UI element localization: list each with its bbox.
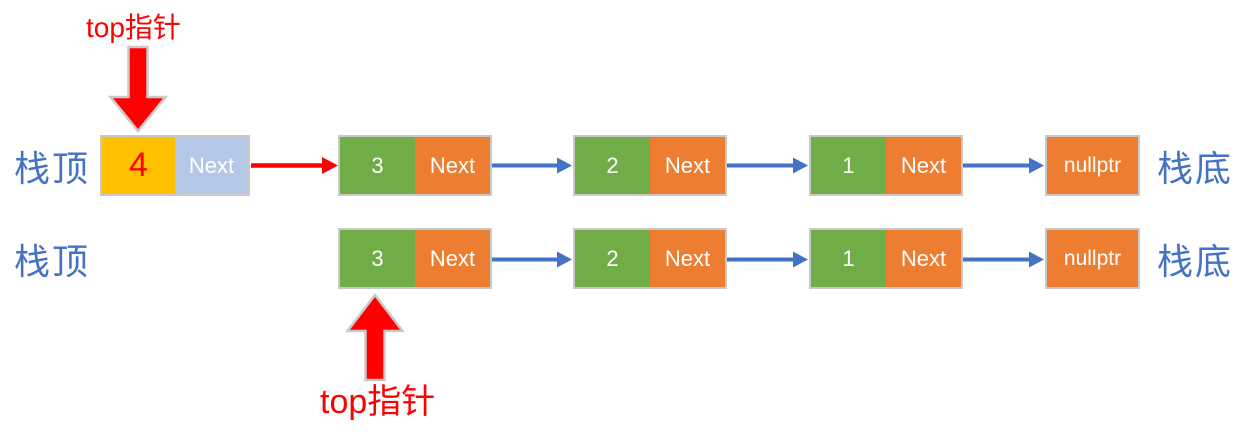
node-next-cell: Next: [886, 137, 961, 194]
node-value-cell: 2: [575, 230, 650, 287]
bottom-pointer-up-arrow-icon: [344, 292, 406, 382]
blue-connector-row2-node3-to-node2: [491, 251, 572, 268]
row2-nullptr-box: nullptr: [1045, 228, 1140, 289]
top-pointer-label-row1: top指针: [86, 12, 181, 43]
node-value-cell: 1: [811, 137, 886, 194]
stack-top-label-row2: 栈顶: [13, 241, 90, 283]
node-next-cell: Next: [415, 137, 490, 194]
blue-connector-row1-node3-to-node2: [491, 157, 572, 174]
top-pointer-label-row2: top指针: [320, 383, 436, 421]
new-node-value-cell: 4: [102, 137, 175, 194]
blue-connector-row1-node1-to-nullptr: [962, 157, 1044, 174]
node-next-cell: Next: [650, 137, 725, 194]
row1-nullptr-box: nullptr: [1045, 135, 1140, 196]
blue-connector-row2-node2-to-node1: [726, 251, 808, 268]
node-next-cell: Next: [650, 230, 725, 287]
node-value-cell: 1: [811, 230, 886, 287]
stack-bottom-label-row1: 栈底: [1156, 148, 1233, 190]
blue-connector-row1-node2-to-node1: [726, 157, 808, 174]
stack-bottom-label-row2: 栈底: [1156, 241, 1233, 283]
node-next-cell: Next: [415, 230, 490, 287]
row1-node-3: 3 Next: [338, 135, 492, 196]
node-value-cell: 3: [340, 230, 415, 287]
node-value-cell: 3: [340, 137, 415, 194]
row2-node-2: 2 Next: [573, 228, 727, 289]
row2-node-1: 1 Next: [809, 228, 963, 289]
row2-node-3: 3 Next: [338, 228, 492, 289]
node-next-cell: Next: [886, 230, 961, 287]
new-node-4: 4 Next: [100, 135, 250, 196]
red-connector-node4-to-node3: [251, 157, 338, 174]
stack-top-label-row1: 栈顶: [13, 148, 90, 190]
row1-node-1: 1 Next: [809, 135, 963, 196]
blue-connector-row2-node1-to-nullptr: [962, 251, 1044, 268]
new-node-next-cell: Next: [175, 137, 248, 194]
node-value-cell: 2: [575, 137, 650, 194]
top-pointer-down-arrow-icon: [107, 45, 169, 133]
row1-node-2: 2 Next: [573, 135, 727, 196]
